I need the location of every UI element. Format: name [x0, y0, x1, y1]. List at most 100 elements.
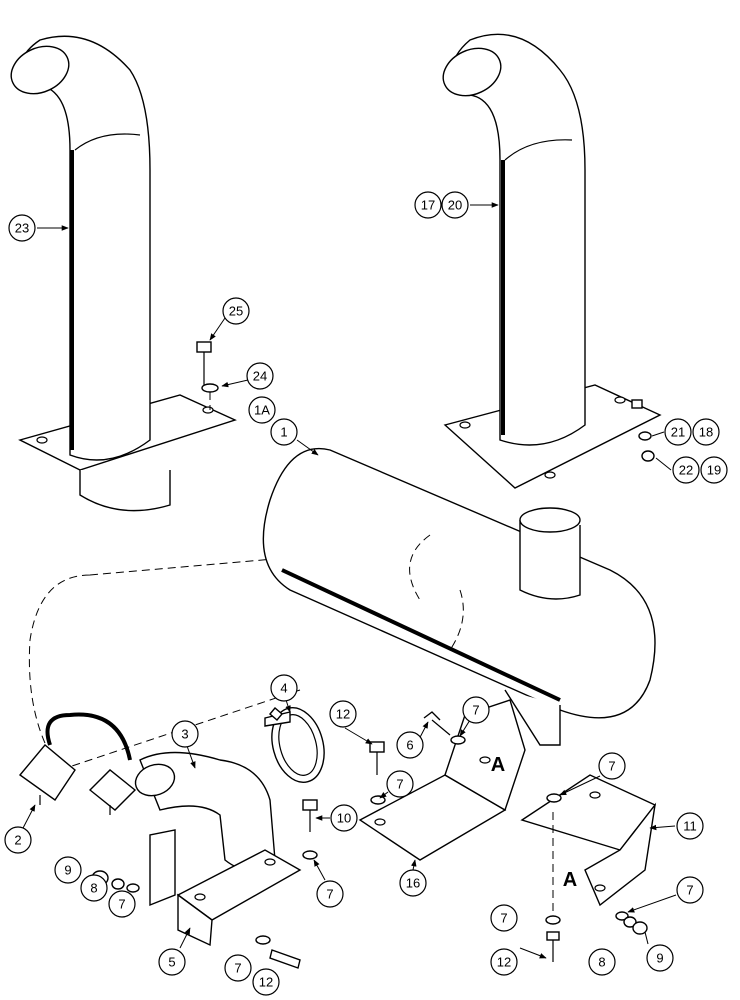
- bracket-hole: [589, 791, 601, 799]
- muffler-shade: [281, 568, 561, 702]
- washer-7-bracket5: [302, 850, 318, 860]
- stack-left-collar: [79, 470, 171, 512]
- callout-1a: 1A: [248, 396, 276, 424]
- callout-8: 8: [588, 948, 616, 976]
- svg-text:7: 7: [396, 777, 403, 792]
- leader-25: [209, 317, 226, 341]
- clamp-saddle-left: [18, 744, 76, 801]
- callout-19: 19: [700, 456, 728, 484]
- leader-22: [655, 457, 672, 471]
- leader-7-bracket11: [559, 775, 601, 796]
- capscrew-6-head: [423, 711, 441, 721]
- svg-text:7: 7: [500, 911, 507, 926]
- plate-hole: [614, 396, 626, 404]
- leader-7-right: [627, 894, 677, 913]
- callout-7: 7: [108, 890, 136, 918]
- svg-text:12: 12: [497, 955, 511, 970]
- callout-21: 21: [664, 418, 692, 446]
- callout-7: 7: [316, 880, 344, 908]
- svg-text:24: 24: [253, 369, 267, 384]
- callout-24: 24: [246, 362, 274, 390]
- section-mark-a: A: [563, 869, 577, 891]
- washer-7-bracket11: [546, 793, 562, 803]
- callout-23: 23: [8, 214, 36, 242]
- callout-7: 7: [676, 876, 704, 904]
- stack-left-bend-line: [74, 133, 141, 151]
- exhaust-stack-right: [442, 33, 662, 489]
- svg-text:7: 7: [686, 883, 693, 898]
- washer-7-right: [615, 911, 629, 921]
- callout-8: 8: [80, 874, 108, 902]
- svg-text:7: 7: [326, 887, 333, 902]
- tbolt-end: [269, 707, 283, 721]
- stack-left-pipe: [20, 35, 151, 461]
- bracket-16: [358, 699, 526, 861]
- bracket-hole: [594, 884, 606, 892]
- callout-9: 9: [646, 944, 674, 972]
- callout-2: 2: [4, 826, 32, 854]
- exhaust-stack-left: [10, 35, 237, 512]
- svg-text:9: 9: [64, 863, 71, 878]
- bracket-11-side: [584, 802, 657, 907]
- stack-left-outlet: [10, 45, 70, 95]
- callout-6: 6: [396, 731, 424, 759]
- bracket-hole: [479, 756, 491, 764]
- plate-hole: [202, 406, 214, 414]
- svg-text:7: 7: [234, 961, 241, 976]
- clamp-band: [45, 712, 132, 761]
- svg-text:22: 22: [679, 463, 693, 478]
- washer-21: [638, 431, 652, 441]
- callout-12: 12: [329, 700, 357, 728]
- svg-text:8: 8: [90, 881, 97, 896]
- svg-text:23: 23: [15, 221, 29, 236]
- callout-7: 7: [386, 770, 414, 798]
- callout-7: 7: [490, 904, 518, 932]
- section-mark-a: A: [491, 754, 505, 776]
- callout-11: 11: [676, 812, 704, 840]
- svg-text:10: 10: [337, 811, 351, 826]
- callout-3: 3: [171, 720, 199, 748]
- svg-text:4: 4: [280, 681, 287, 696]
- washer-24: [201, 383, 219, 393]
- leader-5: [179, 927, 191, 949]
- muffler-outlet-opening: [519, 507, 581, 533]
- svg-text:7: 7: [118, 897, 125, 912]
- leader-12-upper: [344, 727, 373, 745]
- muffler-clamp: [18, 712, 137, 815]
- capscrew-25-head: [196, 341, 212, 353]
- callout-1: 1: [270, 418, 298, 446]
- nut-9-right: [632, 921, 648, 935]
- plate-hole: [36, 436, 48, 444]
- svg-text:6: 6: [406, 738, 413, 753]
- svg-text:11: 11: [683, 819, 697, 834]
- leader-7-bracket16: [379, 791, 389, 799]
- callout-17: 17: [414, 191, 442, 219]
- leader-1: [296, 439, 319, 456]
- svg-text:16: 16: [406, 876, 420, 891]
- svg-text:12: 12: [259, 975, 273, 990]
- plate-hole: [544, 471, 556, 479]
- callout-12: 12: [252, 968, 280, 996]
- svg-text:21: 21: [671, 425, 685, 440]
- muffler-body: [262, 448, 656, 719]
- leader-21: [651, 431, 665, 437]
- capscrew-6-shank: [431, 719, 451, 736]
- callout-7: 7: [598, 752, 626, 780]
- callout-12: 12: [490, 948, 518, 976]
- exhaust-elbow: [134, 751, 276, 907]
- leader-11: [649, 824, 676, 831]
- svg-text:17: 17: [421, 198, 435, 213]
- callout-9: 9: [54, 856, 82, 884]
- clamp-saddle-right: [88, 769, 137, 811]
- callout-10: 10: [330, 804, 358, 832]
- bracket-hole: [194, 893, 206, 901]
- svg-text:2: 2: [14, 833, 21, 848]
- elbow-bracket: [149, 829, 176, 907]
- svg-text:7: 7: [608, 759, 615, 774]
- svg-text:20: 20: [448, 198, 462, 213]
- svg-text:1A: 1A: [254, 403, 270, 418]
- leader-7-bracket5: [313, 859, 326, 881]
- leader-3: [186, 745, 196, 769]
- svg-text:7: 7: [472, 703, 479, 718]
- stack-right-outlet: [442, 47, 502, 97]
